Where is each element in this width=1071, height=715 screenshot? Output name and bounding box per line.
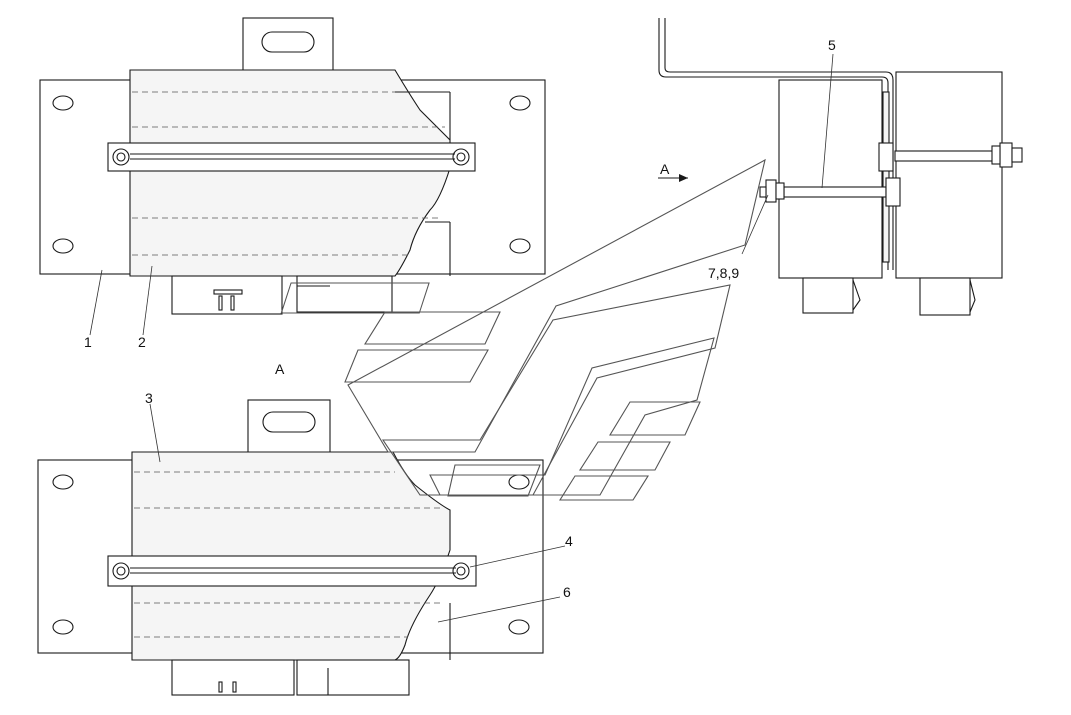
view-a-title: A: [275, 361, 285, 377]
side-plate: [882, 91, 890, 263]
bottom-mounting-tab: [247, 399, 331, 456]
top-tab-slot: [261, 31, 315, 53]
callout-5: 5: [828, 37, 836, 53]
view-arrow-label: A: [660, 161, 670, 177]
bottom-connector-right: [296, 659, 410, 696]
callout-4: 4: [565, 533, 573, 549]
top-housing: [129, 69, 451, 277]
bottom-assembly: [37, 399, 566, 696]
side-rod-upper: [894, 150, 1002, 162]
bottom-rail: [107, 555, 477, 587]
side-bracket: [658, 18, 889, 270]
bottom-hole-bl: [52, 619, 74, 635]
bottom-hole-br: [508, 619, 530, 635]
side-connector-left: [802, 277, 854, 314]
top-connector-right: [296, 275, 393, 313]
callout-3: 3: [145, 390, 153, 406]
callout-2: 2: [138, 334, 146, 350]
top-hole-bl: [52, 238, 74, 254]
bottom-tab-slot: [262, 411, 316, 433]
side-enclosure-right: [895, 71, 1003, 279]
top-hole-br: [509, 238, 531, 254]
watermark-logo: [280, 158, 766, 501]
top-rail: [107, 142, 476, 172]
top-hole-tr: [509, 95, 531, 111]
bottom-hole-tl: [52, 474, 74, 490]
bottom-rail-bolt-right: [452, 562, 470, 580]
callout-1: 1: [84, 334, 92, 350]
top-connector-left: [171, 275, 283, 315]
side-enclosure-left: [778, 79, 883, 279]
top-assembly: [39, 17, 546, 336]
side-connector-right: [919, 277, 971, 316]
top-rail-bolt-left: [112, 148, 130, 166]
callout-6: 6: [563, 584, 571, 600]
top-rail-bolt-right: [452, 148, 470, 166]
side-view: [658, 18, 1023, 316]
callout-7-8-9: 7,8,9: [708, 265, 739, 281]
top-hole-tl: [52, 95, 74, 111]
bottom-rail-bolt-left: [112, 562, 130, 580]
side-rod-5: [783, 186, 887, 198]
